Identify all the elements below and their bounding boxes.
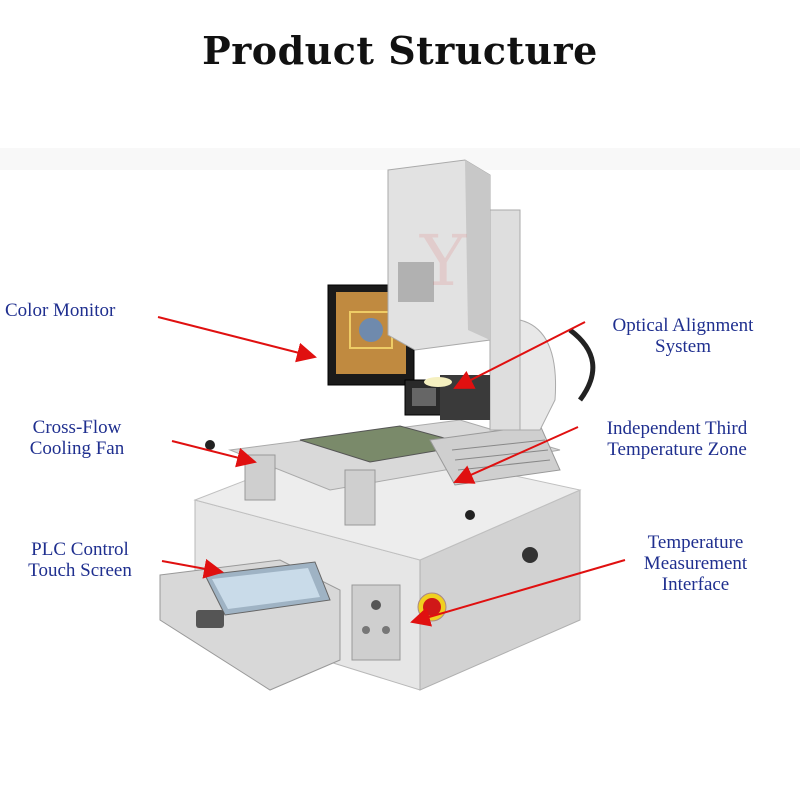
label-color-monitor: Color Monitor [5, 300, 116, 321]
arrow-third-zone [453, 426, 579, 484]
label-third-zone: Independent Third Temperature Zone [606, 418, 748, 460]
arrow-cross-flow-fan [171, 440, 257, 468]
arrow-color-monitor [157, 316, 317, 363]
label-cross-flow-fan: Cross-Flow Cooling Fan [29, 417, 125, 459]
label-plc-touch: PLC Control Touch Screen [28, 539, 132, 581]
label-temp-interface: Temperature Measurement Interface [643, 532, 748, 595]
page-title: Product Structure [202, 28, 598, 73]
svg-text:Y: Y [419, 220, 467, 302]
arrow-optical-alignment [453, 321, 586, 389]
arrow-plc-touch [161, 558, 224, 579]
label-optical-alignment: Optical Alignment System [612, 315, 754, 357]
arrow-temp-interface [410, 559, 626, 627]
